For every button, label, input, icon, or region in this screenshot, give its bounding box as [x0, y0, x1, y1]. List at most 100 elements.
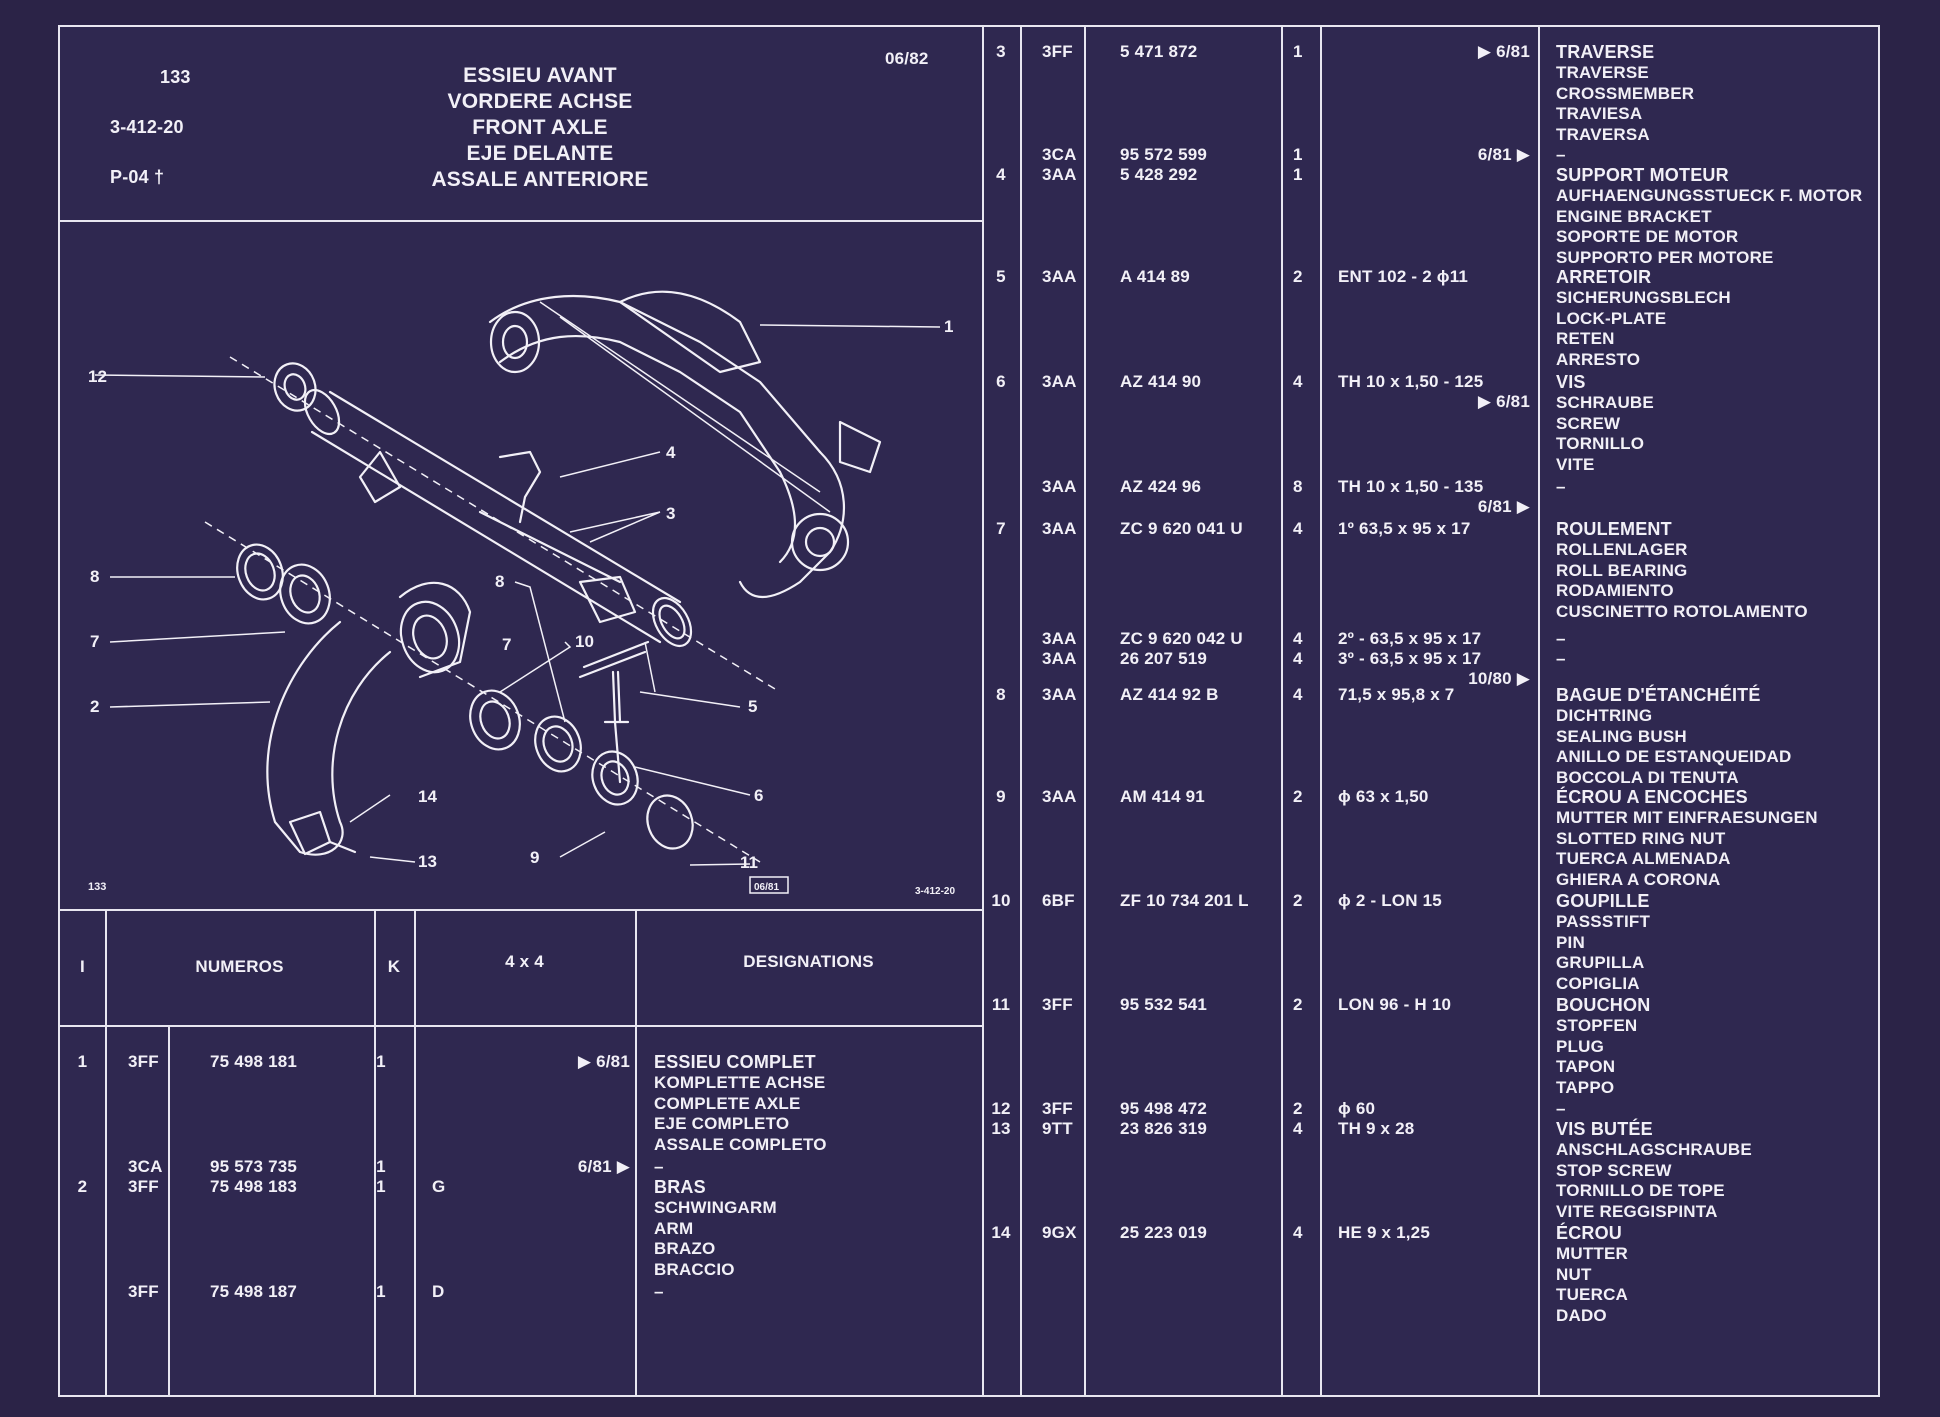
r-row-spec: ϕ 2 - LON 15 [1338, 891, 1442, 910]
row-prefix: 3FF [128, 1052, 159, 1071]
r-row-designation: NUT [1556, 1264, 1592, 1284]
engine-bracket-part [488, 290, 882, 598]
r-row-designation: PIN [1556, 932, 1585, 952]
r-row-designation: SLOTTED RING NUT [1556, 828, 1726, 848]
r-row-prefix: 6BF [1042, 891, 1075, 910]
row-designation: BRAZO [654, 1239, 716, 1259]
row-index: 2 [77, 1177, 88, 1196]
r-row-part-number: 95 572 599 [1120, 145, 1208, 164]
row-designation: ESSIEU COMPLET [654, 1052, 816, 1072]
r-row-prefix: 3AA [1042, 477, 1077, 496]
r-row-designation: DICHTRING [1556, 705, 1653, 725]
r-row-designation: RODAMIENTO [1556, 581, 1674, 601]
r-row-index: 7 [996, 519, 1006, 538]
callout-leaders [94, 324, 941, 866]
col-mod-line [635, 909, 637, 1397]
col-k-line [414, 909, 416, 1397]
r-row-index: 9 [996, 787, 1006, 806]
r-row-designation: – [1556, 649, 1566, 668]
r-row-spec: 1º 63,5 x 95 x 17 [1338, 519, 1471, 538]
r-row-spec: TH 10 x 1,50 - 135 [1338, 477, 1484, 496]
r-row-quantity: 4 [1293, 685, 1303, 704]
row-prefix: 3CA [128, 1157, 163, 1176]
r-row-prefix: 3FF [1042, 1099, 1073, 1118]
r-row-prefix: 9TT [1042, 1119, 1073, 1138]
callout-6: 6 [754, 786, 763, 805]
header-designations: DESIGNATIONS [743, 952, 874, 971]
r-row-designation: LOCK-PLATE [1556, 308, 1667, 328]
r-row-designation: ROLLENLAGER [1556, 539, 1688, 559]
r-row-designation: TUERCA [1556, 1285, 1629, 1305]
divider-header [60, 220, 982, 222]
r-row-spec: 3º - 63,5 x 95 x 17 [1338, 649, 1482, 668]
r-row-part-number: AM 414 91 [1120, 787, 1205, 806]
row-part-number: 75 498 183 [210, 1177, 298, 1196]
r-row-spec: 2º - 63,5 x 95 x 17 [1338, 629, 1482, 648]
r-row-designation: GOUPILLE [1556, 891, 1650, 911]
r-row-prefix: 3AA [1042, 685, 1077, 704]
r-row-designation: STOP SCREW [1556, 1160, 1672, 1180]
r-row-part-number: 26 207 519 [1120, 649, 1208, 668]
r-row-spec: ϕ 60 [1338, 1099, 1376, 1118]
col-i-line [105, 909, 107, 1397]
r-row-index: 14 [991, 1223, 1011, 1242]
row-prefix: 3FF [128, 1282, 159, 1301]
r-row-designation: BAGUE D'ÉTANCHÉITÉ [1556, 685, 1761, 705]
divider-diagram-bottom [60, 909, 982, 911]
r-row-designation: BOCCOLA DI TENUTA [1556, 768, 1739, 788]
parts-sheet: 133 3-412-20 P-04 † 06/82 ESSIEU AVANT V… [58, 25, 1880, 1397]
r-row-index: 3 [996, 42, 1006, 61]
title-es: EJE DELANTE [466, 142, 614, 165]
row-part-number: 95 573 735 [210, 1157, 298, 1176]
callout-2: 2 [90, 697, 99, 716]
row-part-number: 75 498 181 [210, 1052, 298, 1071]
r-row-designation: SOPORTE DE MOTOR [1556, 227, 1739, 247]
r-row-spec: ϕ 63 x 1,50 [1338, 787, 1429, 806]
r-row-prefix: 3AA [1042, 519, 1077, 538]
r-row-prefix: 3AA [1042, 629, 1077, 648]
r-row-designation: SEALING BUSH [1556, 726, 1687, 746]
callout-5: 5 [748, 697, 757, 716]
r-row-part-number: AZ 414 92 B [1120, 685, 1219, 704]
r-row-designation: VIS BUTÉE [1556, 1119, 1653, 1139]
callout-8a: 8 [90, 567, 99, 586]
r-row-index: 5 [996, 267, 1006, 286]
r-row-prefix: 9GX [1042, 1223, 1077, 1242]
r-row-designation: ROLL BEARING [1556, 560, 1688, 580]
r-row-designation: SUPPORTO PER MOTORE [1556, 248, 1774, 268]
divider-left-right [982, 27, 984, 1397]
row-index: 1 [77, 1052, 88, 1071]
r-row-designation: TAPPO [1556, 1078, 1615, 1098]
header-date: 06/82 [885, 49, 929, 68]
r-row-part-number: AZ 414 90 [1120, 372, 1202, 391]
r-row-designation: AUFHAENGUNGSSTUECK F. MOTOR [1556, 185, 1863, 205]
r-row-index: 12 [991, 1099, 1011, 1118]
r-row-designation: ÉCROU A ENCOCHES [1556, 787, 1748, 807]
r-row-designation: TRAVERSE [1556, 62, 1649, 82]
r-row-part-number: ZC 9 620 042 U [1120, 629, 1243, 648]
r-row-part-number: 25 223 019 [1120, 1223, 1208, 1242]
callout-7a: 7 [90, 632, 99, 651]
r-row-designation: SCHRAUBE [1556, 392, 1654, 412]
callout-4: 4 [666, 443, 676, 462]
row-quantity: 1 [376, 1052, 386, 1071]
row-designation: BRACCIO [654, 1260, 735, 1280]
header-4x4: 4 x 4 [505, 952, 544, 971]
trailing-arm-part [266, 581, 472, 856]
diagram-footer-date: 06/81 [754, 882, 779, 893]
r-row-quantity: 2 [1293, 267, 1303, 286]
r-row-prefix: 3AA [1042, 267, 1077, 286]
r-row-quantity: 2 [1293, 891, 1303, 910]
row-designation: – [654, 1282, 664, 1301]
r-row-designation: TRAVERSE [1556, 42, 1655, 62]
row-note: 6/81 ▶ [577, 1157, 630, 1176]
r-row-part-number: 95 498 472 [1120, 1099, 1208, 1118]
r-col-pre-line [1084, 27, 1086, 1397]
r-row-index: 13 [991, 1119, 1011, 1138]
r-row-designation: SCREW [1556, 413, 1621, 433]
row-side: G [432, 1177, 446, 1196]
r-row-quantity: 8 [1293, 477, 1303, 496]
title-de: VORDERE ACHSE [447, 90, 633, 113]
r-row-designation: CUSCINETTO ROTOLAMENTO [1556, 602, 1808, 622]
r-row-designation: STOPFEN [1556, 1015, 1638, 1035]
